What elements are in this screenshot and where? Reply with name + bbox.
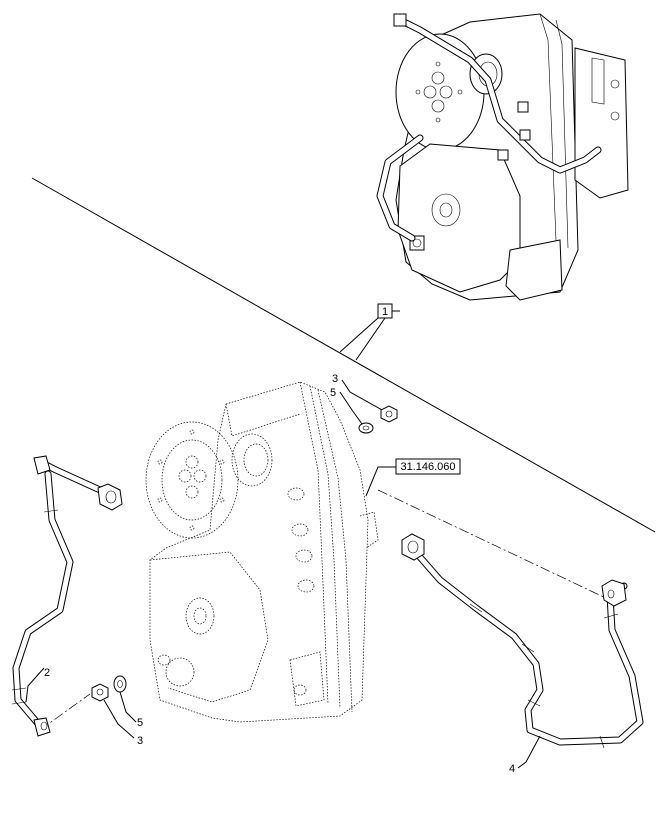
gearbox-housing (145, 381, 379, 723)
reference-box-31146060: 31.146.060 (365, 458, 461, 497)
fitting-top: 3 5 (330, 373, 398, 434)
hose-part-4: 4 (401, 533, 644, 775)
hose-part-2: 2 (11, 455, 123, 737)
label-part-3-bottom: 3 (137, 735, 143, 747)
label-part-4: 4 (509, 763, 515, 775)
centerline-right (377, 489, 611, 601)
reference-label-31146060: 31.146.060 (400, 461, 455, 473)
reference-label-1: 1 (382, 306, 388, 318)
label-part-2: 2 (44, 667, 50, 679)
label-part-5-top: 5 (330, 387, 336, 399)
label-part-5-bottom: 5 (137, 717, 143, 729)
fitting-bottom: 5 3 (91, 675, 143, 747)
section-divider-line (31, 177, 656, 533)
reference-box-1: 1 (339, 303, 400, 361)
label-part-3-top: 3 (332, 373, 338, 385)
overview-assembly (376, 13, 629, 301)
